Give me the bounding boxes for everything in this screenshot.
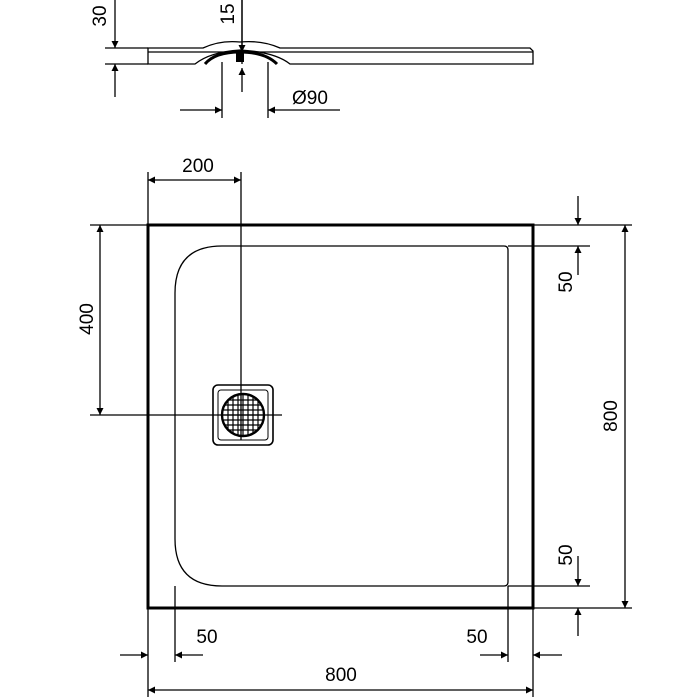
dim-drain-diameter-label: Ø90 (292, 88, 328, 109)
tray-side-profile (147, 40, 534, 65)
dim-right-rim-label: 50 (466, 627, 487, 648)
drain-outlet (236, 50, 244, 62)
dim-drain-depth-label: 15 (218, 3, 239, 24)
dim-top-rim-label: 50 (556, 271, 577, 292)
dim-total-width-label: 800 (325, 665, 357, 686)
dim-height-label: 30 (90, 5, 111, 26)
dim-left-rim-label: 50 (196, 627, 217, 648)
tray-basin-outline (174, 245, 509, 587)
dim-total-depth-label: 800 (601, 400, 622, 432)
dim-bottom-rim-label: 50 (556, 544, 577, 565)
side-view: 30 15 Ø90 (90, 0, 534, 118)
dim-drain-offset-y-label: 400 (77, 303, 98, 335)
top-view: 200 400 50 800 50 50 50 (77, 156, 632, 697)
tray-outline (146, 223, 535, 610)
dim-drain-offset-x-label: 200 (182, 156, 214, 177)
